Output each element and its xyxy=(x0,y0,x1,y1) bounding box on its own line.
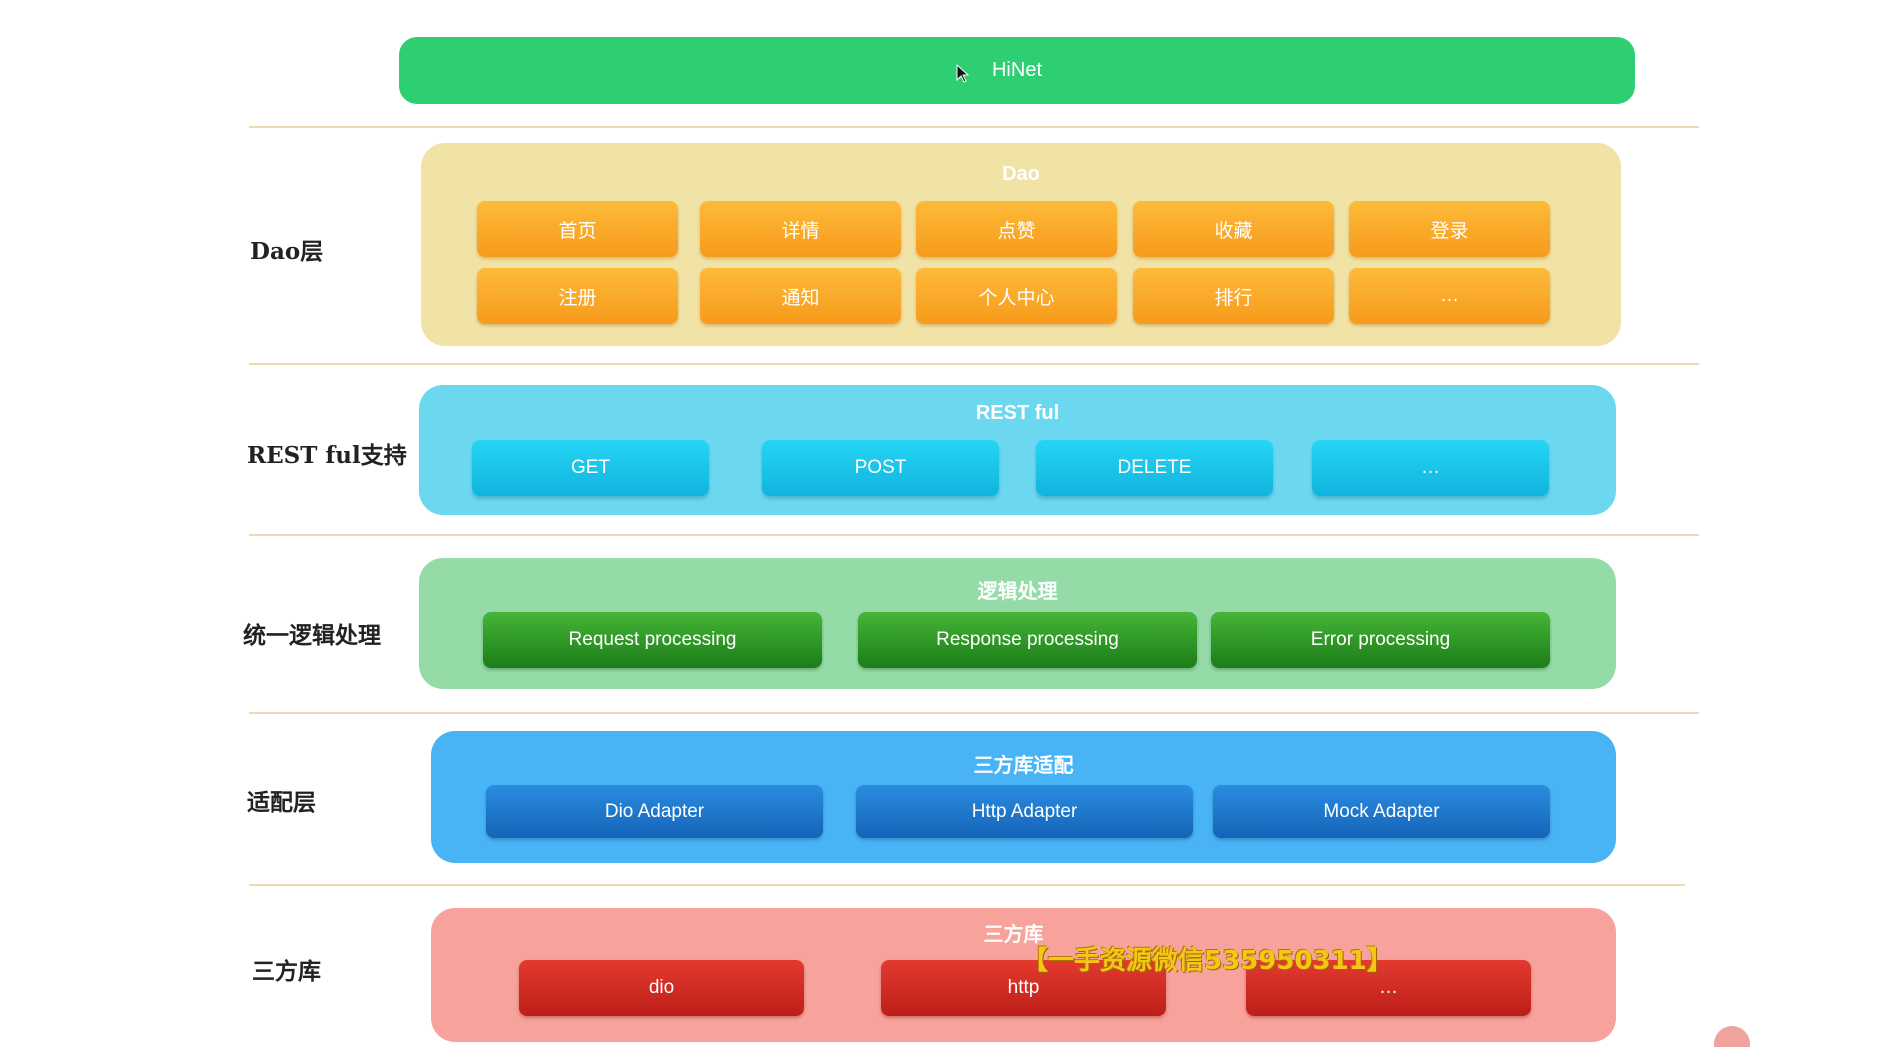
divider xyxy=(249,363,1699,365)
rest-item-more: … xyxy=(1312,440,1549,496)
rest-item-post: POST xyxy=(762,440,999,496)
hinet-bar: HiNet xyxy=(399,37,1635,104)
rest-item-delete: DELETE xyxy=(1036,440,1273,496)
dao-item-home: 首页 xyxy=(477,201,678,257)
dao-item-favorite: 收藏 xyxy=(1133,201,1334,257)
divider xyxy=(249,126,1699,128)
thirdparty-item-dio: dio xyxy=(519,960,804,1016)
adapter-item-mock: Mock Adapter xyxy=(1213,785,1550,838)
dao-item-more: … xyxy=(1349,268,1550,324)
divider xyxy=(249,884,1685,886)
layer-label-thirdparty: 三方库 xyxy=(252,958,321,985)
divider xyxy=(249,534,1699,536)
dao-item-profile: 个人中心 xyxy=(916,268,1117,324)
dao-panel-title: Dao xyxy=(1002,163,1040,185)
watermark-text: 【一手资源微信535950311】 xyxy=(1022,946,1393,976)
layer-label-rest: REST ful支持 xyxy=(247,442,407,469)
dao-item-detail: 详情 xyxy=(700,201,901,257)
thirdparty-item-http: http xyxy=(881,960,1166,1016)
dao-item-like: 点赞 xyxy=(916,201,1117,257)
dao-item-register: 注册 xyxy=(477,268,678,324)
dao-item-rank: 排行 xyxy=(1133,268,1334,324)
layer-label-dao: Dao层 xyxy=(250,238,324,265)
brand-logo-icon xyxy=(1714,1026,1750,1047)
adapter-panel-title: 三方库适配 xyxy=(973,755,1074,777)
logic-item-request: Request processing xyxy=(483,612,822,668)
thirdparty-item-more: … xyxy=(1246,960,1531,1016)
layer-label-adapter: 适配层 xyxy=(247,789,316,816)
divider xyxy=(249,712,1699,714)
logic-item-response: Response processing xyxy=(858,612,1197,668)
adapter-item-http: Http Adapter xyxy=(856,785,1193,838)
rest-item-get: GET xyxy=(472,440,709,496)
mouse-cursor-icon xyxy=(956,64,970,83)
thirdparty-panel-title: 三方库 xyxy=(983,924,1044,946)
dao-item-notify: 通知 xyxy=(700,268,901,324)
logic-panel-title: 逻辑处理 xyxy=(977,581,1058,603)
hinet-title: HiNet xyxy=(991,59,1042,81)
dao-item-login: 登录 xyxy=(1349,201,1550,257)
logic-item-error: Error processing xyxy=(1211,612,1550,668)
rest-panel-title: REST ful xyxy=(975,402,1060,424)
layer-label-logic: 统一逻辑处理 xyxy=(243,622,381,649)
adapter-item-dio: Dio Adapter xyxy=(486,785,823,838)
